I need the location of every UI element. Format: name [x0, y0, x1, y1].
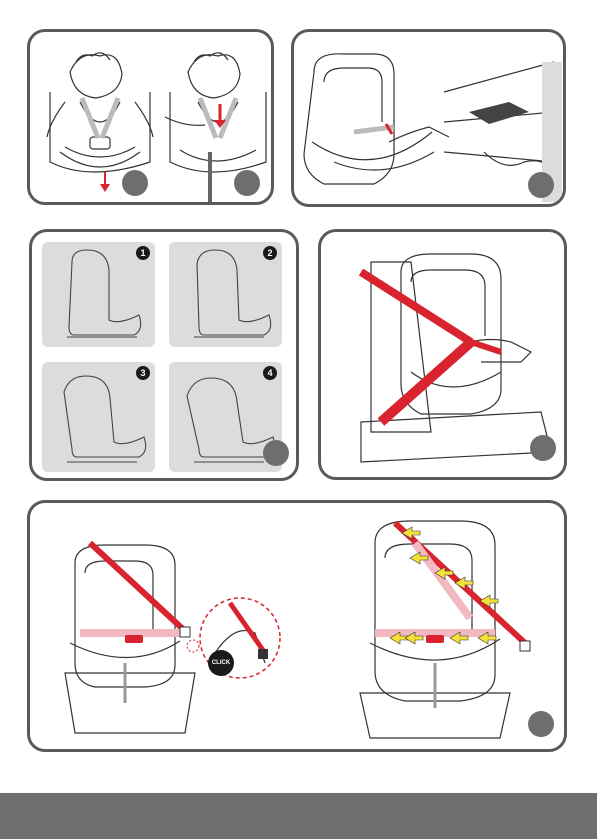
panel-harness-buckle — [27, 29, 274, 205]
recline-position-3: 3 — [42, 362, 155, 472]
position-number-badge: 3 — [136, 366, 150, 380]
step-indicator-dot — [263, 440, 289, 466]
belt-lock-illustration — [30, 503, 564, 749]
step-indicator-dot — [122, 170, 148, 196]
seat-adjust-illustration — [294, 32, 563, 204]
footer-bar — [0, 793, 597, 839]
position-number-badge: 2 — [263, 246, 277, 260]
click-badge: CLICK — [208, 650, 234, 676]
step-indicator-dot — [528, 711, 554, 737]
panel-harness-adjust — [291, 29, 566, 207]
panel-belt-lock: CLICK — [27, 500, 567, 752]
recline-position-2: 2 — [169, 242, 282, 347]
belt-routing-illustration — [321, 232, 564, 477]
position-number-badge: 4 — [263, 366, 277, 380]
recline-position-1: 1 — [42, 242, 155, 347]
position-number-badge: 1 — [136, 246, 150, 260]
step-indicator-dot — [530, 435, 556, 461]
panel-belt-routing — [318, 229, 567, 480]
panel-recline-positions: 1 2 3 4 — [29, 229, 299, 481]
step-indicator-dot — [528, 172, 554, 198]
step-indicator-dot — [234, 170, 260, 196]
